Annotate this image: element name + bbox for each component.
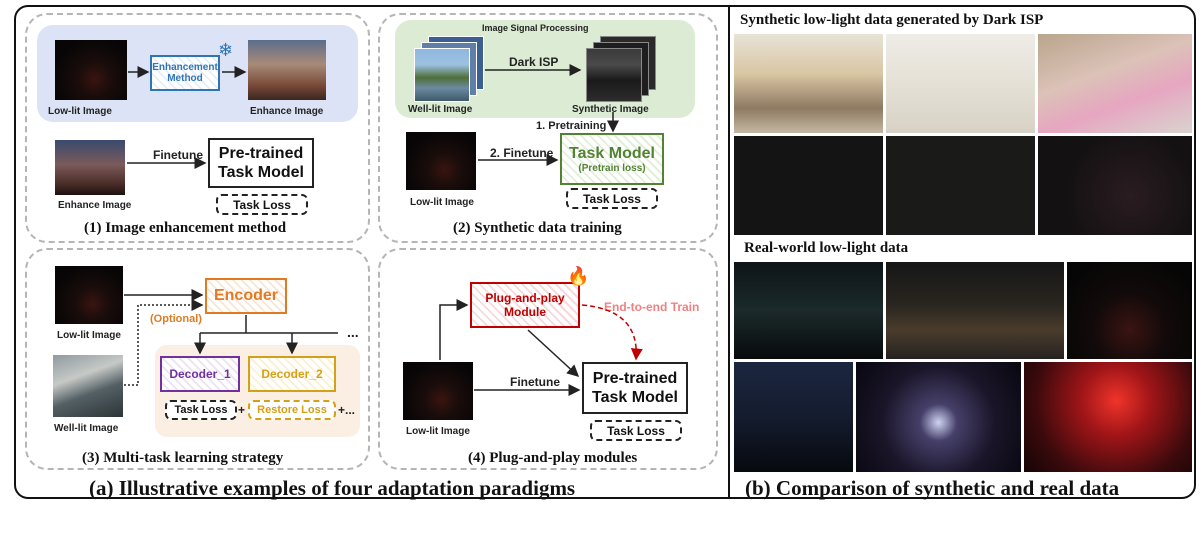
panel4-arrows xyxy=(439,299,643,396)
task-loss-label-p4: Task Loss xyxy=(607,423,665,438)
task-loss-label-p2: Task Loss xyxy=(583,191,641,206)
synthetic-heading: Synthetic low-light data generated by Da… xyxy=(740,12,1044,28)
real-image-3 xyxy=(1067,262,1192,359)
synthetic-bright-1 xyxy=(734,34,883,133)
restore-loss-label: Restore Loss xyxy=(257,404,327,416)
enhance-input-label: Enhance Image xyxy=(58,200,132,211)
synthetic-bright-2 xyxy=(886,34,1035,133)
low-lit-label-p2: Low-lit Image xyxy=(410,197,474,208)
e2e-label: End-to-end Train xyxy=(604,300,700,314)
synthetic-dark-3 xyxy=(1038,136,1192,235)
real-image-5 xyxy=(856,362,1021,472)
low-lit-image-p4 xyxy=(403,362,473,420)
low-lit-image xyxy=(55,40,127,100)
ellipsis-label: ... xyxy=(347,324,359,340)
well-lit-image-p3 xyxy=(53,355,123,417)
panel-enhancement xyxy=(25,13,370,243)
restore-loss-box: Restore Loss xyxy=(248,400,336,420)
plus-sign: + xyxy=(238,403,246,417)
low-lit-image-p3 xyxy=(55,266,123,324)
task-loss-label-p3: Task Loss xyxy=(174,404,228,416)
figure-frame xyxy=(14,5,1196,499)
plug-and-play-box: Plug-and-play Module xyxy=(470,282,580,328)
figure-divider xyxy=(728,5,730,499)
optional-label: (Optional) xyxy=(150,313,202,325)
enhancement-method-label: Enhancement Method xyxy=(152,62,218,84)
low-lit-label-p4: Low-lit Image xyxy=(406,426,470,437)
synthetic-dark-2 xyxy=(886,136,1035,235)
panel-synthetic xyxy=(378,13,718,243)
finetune-label-p1: Finetune xyxy=(153,148,203,162)
real-heading: Real-world low-light data xyxy=(744,240,909,256)
snowflake-icon: ❄ xyxy=(218,40,234,60)
task-loss-box-p2: Task Loss xyxy=(566,188,658,209)
low-lit-label-p3: Low-lit Image xyxy=(57,330,121,341)
low-lit-image-p2 xyxy=(406,132,476,190)
decoder2-box: Decoder_2 xyxy=(248,356,336,392)
dark-isp-label: Dark ISP xyxy=(509,55,559,69)
synthetic-label: Synthetic Image xyxy=(572,104,649,115)
caption-panel3: (3) Multi-task learning strategy xyxy=(82,450,284,466)
decoder2-label: Decoder_2 xyxy=(261,367,323,381)
finetune-label-p4: Finetune xyxy=(510,375,560,389)
task-loss-box-p3: Task Loss xyxy=(165,400,237,420)
task-loss-label-p1: Task Loss xyxy=(233,197,291,212)
task-model-label: Task Model xyxy=(569,144,655,162)
pretrained-model-box-p1: Pre-trained Task Model xyxy=(208,138,314,188)
task-loss-box-p1: Task Loss xyxy=(216,194,308,215)
task-model-sub-label: (Pretrain loss) xyxy=(578,162,646,174)
well-lit-label-p2: Well-lit Image xyxy=(408,104,473,115)
isp-title: Image Signal Processing xyxy=(482,23,589,33)
synthetic-bright-3 xyxy=(1038,34,1192,133)
real-image-1 xyxy=(734,262,883,359)
pretrained-model-label-p4: Pre-trained Task Model xyxy=(592,370,678,406)
real-image-4 xyxy=(734,362,853,472)
pretrained-model-label-p1: Pre-trained Task Model xyxy=(218,145,304,181)
panel1-arrows xyxy=(127,66,247,169)
pretrained-model-box-p4: Pre-trained Task Model xyxy=(582,362,688,414)
real-image-2 xyxy=(886,262,1064,359)
synthetic-image xyxy=(586,48,642,102)
enhanced-image xyxy=(248,40,326,100)
low-lit-label: Low-lit Image xyxy=(48,106,112,117)
encoder-box: Encoder xyxy=(205,278,287,314)
plug-and-play-label: Plug-and-play Module xyxy=(485,291,565,319)
panel-multitask xyxy=(25,248,370,470)
pretraining-label: 1. Pretraining xyxy=(536,120,607,132)
plus-more: +... xyxy=(338,403,356,417)
title-left: (a) Illustrative examples of four adapta… xyxy=(89,476,576,500)
task-model-box: Task Model (Pretrain loss) xyxy=(560,133,664,185)
real-image-6 xyxy=(1024,362,1192,472)
panel3-arrows xyxy=(124,289,338,386)
enhance-input-image xyxy=(55,140,125,195)
panel-plugplay xyxy=(378,248,718,470)
flame-icon: 🔥 xyxy=(567,266,590,286)
well-lit-label-p3: Well-lit Image xyxy=(54,423,119,434)
caption-panel4: (4) Plug-and-play modules xyxy=(468,450,638,466)
task-loss-box-p4: Task Loss xyxy=(590,420,682,441)
caption-panel2: (2) Synthetic data training xyxy=(453,220,622,236)
encoder-label: Encoder xyxy=(213,287,278,304)
finetune-label-p2: 2. Finetune xyxy=(490,146,554,160)
caption-panel1: (1) Image enhancement method xyxy=(84,220,287,236)
enhance-image-label: Enhance Image xyxy=(250,106,324,117)
well-lit-image xyxy=(414,48,470,102)
enhancement-method-box: Enhancement Method xyxy=(150,55,220,91)
decoder1-box: Decoder_1 xyxy=(160,356,240,392)
synthetic-dark-1 xyxy=(734,136,883,235)
title-right: (b) Comparison of synthetic and real dat… xyxy=(745,476,1120,500)
decoder1-label: Decoder_1 xyxy=(169,367,231,381)
panel2-arrows xyxy=(478,64,619,166)
